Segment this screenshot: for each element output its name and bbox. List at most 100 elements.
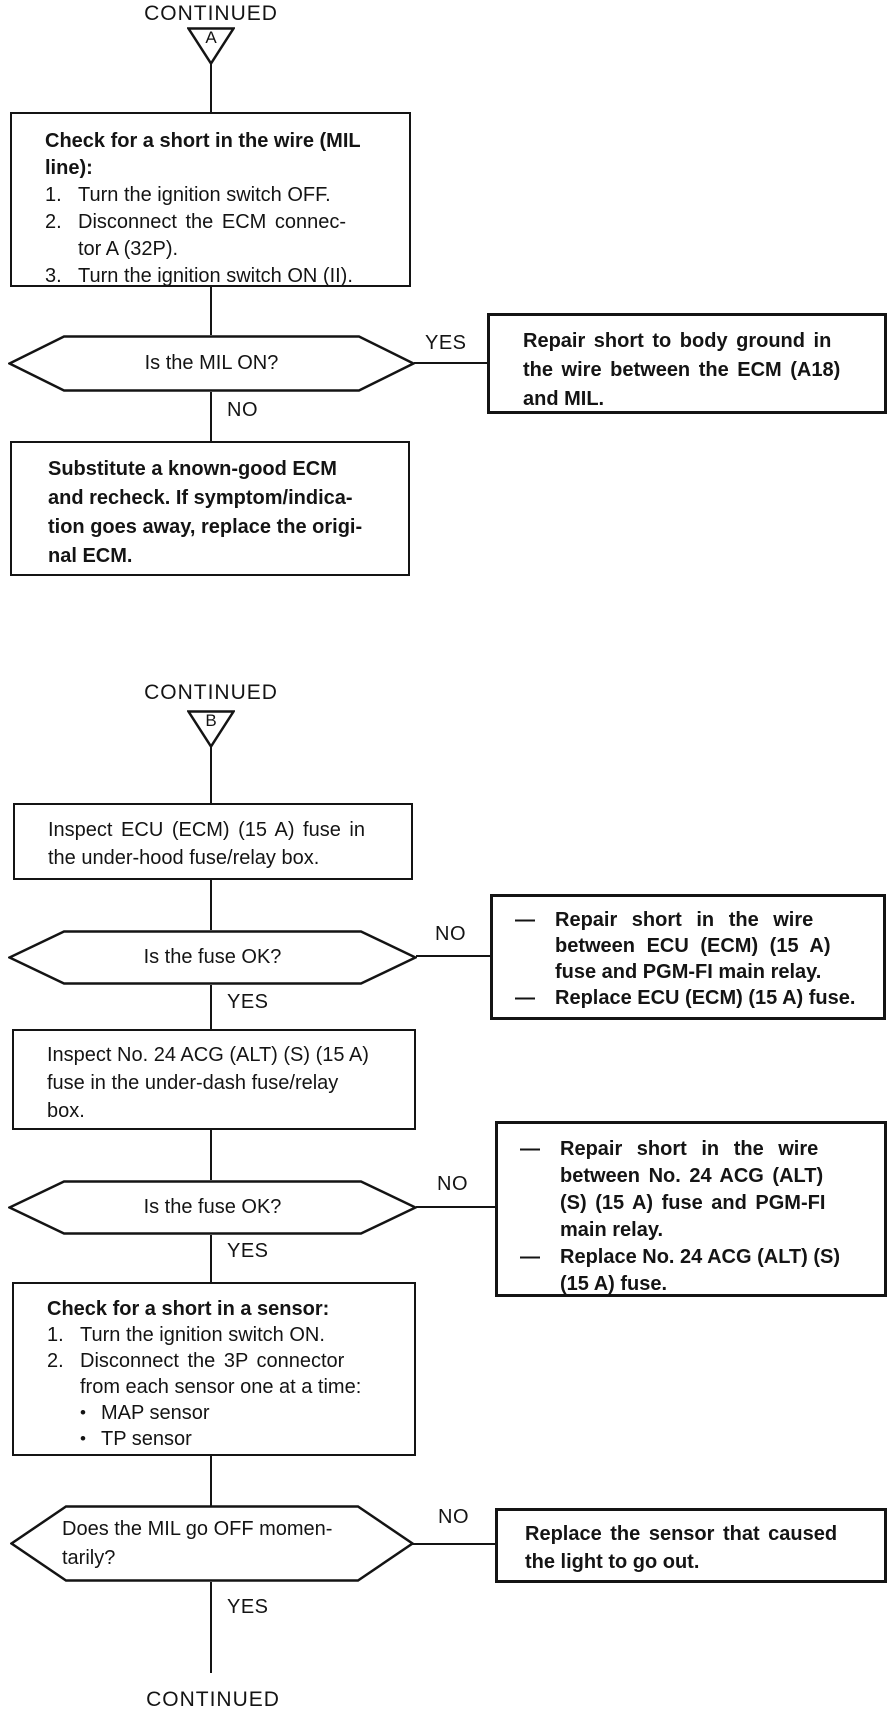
- bullet-item: • MAP sensor: [80, 1400, 402, 1426]
- connector-line: [210, 985, 212, 1029]
- no-label: NO: [438, 1506, 469, 1528]
- hexagon-shape: [8, 335, 415, 392]
- bullet-marker: •: [80, 1403, 86, 1422]
- step-number: 3.: [45, 265, 62, 287]
- action-text-line: tion goes away, replace the origi-: [48, 516, 363, 538]
- step-text-line: Disconnect the 3P connector: [80, 1350, 345, 1372]
- action-box-replace-sensor: Replace the sensor that caused the light…: [495, 1508, 887, 1583]
- step-text-line: Turn the ignition switch ON.: [80, 1324, 325, 1346]
- decision-is-fuse-ok-1: Is the fuse OK?: [8, 930, 417, 985]
- step-number: 1.: [47, 1324, 64, 1346]
- no-label: NO: [227, 399, 258, 421]
- dash-marker: —: [520, 1246, 540, 1268]
- connector-line: [414, 362, 488, 364]
- numbered-step: 1. Turn the ignition switch ON.: [47, 1322, 402, 1348]
- bullet-item: • TP sensor: [80, 1426, 402, 1452]
- decision-question: Does the MIL go OFF momen- tarily?: [10, 1515, 332, 1573]
- action-box-repair-short-a18: Repair short to body ground in the wire …: [487, 313, 887, 414]
- connector-line: [210, 1130, 212, 1180]
- connector-line: [210, 880, 212, 930]
- action-text-line: Replace No. 24 ACG (ALT) (S): [560, 1246, 841, 1268]
- hexagon-shape: [10, 1505, 414, 1582]
- action-text-line: the light to go out.: [525, 1551, 700, 1573]
- action-box-repair-acg-fuse: — Repair short in the wire between No. 2…: [495, 1121, 887, 1297]
- decision-is-mil-on: Is the MIL ON?: [8, 335, 415, 392]
- triangle-b-icon: [187, 710, 235, 748]
- action-text-line: and recheck. If symptom/indica-: [48, 487, 353, 509]
- action-text-line: Substitute a known-good ECM: [48, 458, 337, 480]
- yes-label: YES: [227, 991, 269, 1013]
- hexagon-shape: [8, 930, 417, 985]
- decision-question-line: Does the MIL go OFF momen-: [62, 1517, 333, 1540]
- yes-label: YES: [227, 1240, 269, 1262]
- off-page-connector-a: A: [187, 27, 235, 65]
- dash-item: — Replace No. 24 ACG (ALT) (S) (15 A) fu…: [520, 1244, 874, 1298]
- action-text-line: fuse and PGM-FI main relay.: [555, 961, 822, 983]
- bullet-marker: •: [80, 1429, 86, 1448]
- no-label: NO: [437, 1173, 468, 1195]
- connector-line: [412, 1543, 495, 1545]
- action-box-repair-ecu-fuse: — Repair short in the wire between ECU (…: [490, 894, 886, 1020]
- connector-line: [210, 392, 212, 441]
- connector-line: [210, 1456, 212, 1507]
- box-text-line: Inspect ECU (ECM) (15 A) fuse in: [48, 819, 365, 841]
- connector-line: [210, 1582, 212, 1673]
- dash-item: — Replace ECU (ECM) (15 A) fuse.: [515, 985, 871, 1011]
- process-box-inspect-ecu-fuse: Inspect ECU (ECM) (15 A) fuse in the und…: [13, 803, 413, 880]
- triangle-a-icon: [187, 27, 235, 65]
- step-text-line: from each sensor one at a time:: [80, 1376, 362, 1398]
- decision-question: Is the MIL ON?: [144, 352, 279, 374]
- box-text-line: fuse in the under-dash fuse/relay: [47, 1072, 339, 1094]
- numbered-step: 2. Disconnect the ECM connec- tor A (32P…: [45, 209, 395, 263]
- action-text-line: Repair short in the wire: [555, 909, 814, 931]
- action-text-line: and MIL.: [523, 388, 605, 410]
- box-text-line: the under-hood fuse/relay box.: [48, 847, 320, 869]
- yes-label: YES: [227, 1596, 269, 1618]
- continued-label-end: CONTINUED: [146, 1688, 280, 1711]
- action-text-line: nal ECM.: [48, 545, 133, 567]
- action-text-line: Replace ECU (ECM) (15 A) fuse.: [555, 987, 856, 1009]
- action-text-line: main relay.: [560, 1219, 664, 1241]
- hexagon-shape: [8, 1180, 417, 1235]
- action-text-line: Repair short in the wire: [560, 1138, 819, 1160]
- step-number: 1.: [45, 184, 62, 206]
- step-number: 2.: [45, 211, 62, 233]
- process-box-inspect-acg-fuse: Inspect No. 24 ACG (ALT) (S) (15 A) fuse…: [12, 1029, 416, 1130]
- step-text-line: tor A (32P).: [78, 238, 179, 260]
- connector-line: [210, 64, 212, 112]
- action-text-line: the wire between the ECM (A18): [523, 359, 841, 381]
- step-text-line: Turn the ignition switch ON (II).: [78, 265, 353, 287]
- numbered-step: 2. Disconnect the 3P connector from each…: [47, 1348, 402, 1400]
- bullet-text: MAP sensor: [101, 1402, 210, 1424]
- action-text-line: Replace the sensor that caused: [525, 1523, 838, 1545]
- dash-item: — Repair short in the wire between No. 2…: [520, 1136, 874, 1244]
- dash-marker: —: [520, 1138, 540, 1160]
- box-text-line: Inspect No. 24 ACG (ALT) (S) (15 A): [47, 1044, 369, 1066]
- connector-line: [210, 1235, 212, 1282]
- off-page-connector-b: B: [187, 710, 235, 748]
- action-text-line: between No. 24 ACG (ALT): [560, 1165, 824, 1187]
- dash-marker: —: [515, 909, 535, 931]
- box-title-line: Check for a short in the wire (MIL: [45, 130, 361, 152]
- action-text-line: between ECU (ECM) (15 A): [555, 935, 831, 957]
- step-text-line: Turn the ignition switch OFF.: [78, 184, 331, 206]
- action-text-line: (S) (15 A) fuse and PGM-FI: [560, 1192, 826, 1214]
- decision-is-fuse-ok-2: Is the fuse OK?: [8, 1180, 417, 1235]
- step-number: 2.: [47, 1350, 64, 1372]
- numbered-step: 1. Turn the ignition switch OFF.: [45, 182, 395, 209]
- numbered-step: 3. Turn the ignition switch ON (II).: [45, 263, 395, 290]
- connector-line: [210, 747, 212, 803]
- process-box-check-sensor-short: Check for a short in a sensor: 1. Turn t…: [12, 1282, 416, 1456]
- dash-item: — Repair short in the wire between ECU (…: [515, 907, 871, 985]
- continued-label-b: CONTINUED: [144, 681, 278, 704]
- box-title-line: line):: [45, 157, 93, 179]
- decision-question: Is the fuse OK?: [143, 1196, 282, 1218]
- decision-question: Is the fuse OK?: [143, 946, 282, 968]
- action-text-line: (15 A) fuse.: [560, 1273, 668, 1295]
- box-title-line: Check for a short in a sensor:: [47, 1298, 330, 1320]
- action-box-substitute-ecm: Substitute a known-good ECM and recheck.…: [10, 441, 410, 576]
- connector-line: [416, 1206, 495, 1208]
- step-text-line: Disconnect the ECM connec-: [78, 211, 347, 233]
- connector-letter-b: B: [205, 711, 217, 730]
- decision-mil-off-momentarily: Does the MIL go OFF momen- tarily?: [10, 1505, 414, 1582]
